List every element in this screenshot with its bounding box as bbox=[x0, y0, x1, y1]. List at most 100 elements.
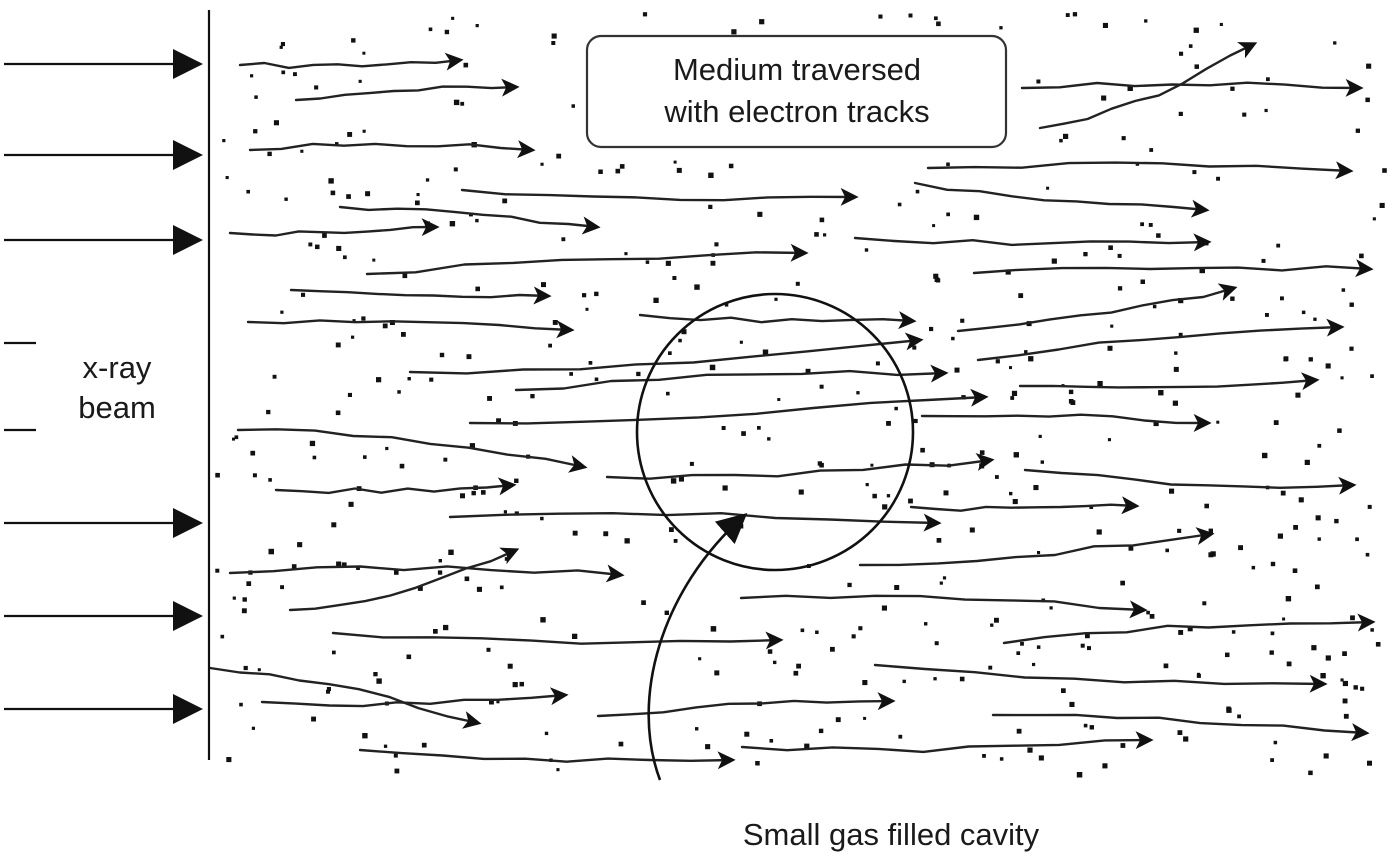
medium-dot bbox=[898, 734, 903, 739]
medium-dot bbox=[556, 768, 560, 772]
medium-dot bbox=[1121, 136, 1126, 141]
electron-track bbox=[358, 748, 736, 770]
medium-dot bbox=[954, 367, 960, 373]
medium-dot bbox=[767, 437, 771, 441]
medium-dot bbox=[1011, 390, 1018, 396]
electron-track bbox=[638, 311, 917, 330]
medium-dot bbox=[1038, 434, 1042, 438]
medium-dot bbox=[582, 293, 587, 298]
medium-dot bbox=[540, 162, 544, 166]
medium-dot bbox=[1036, 645, 1041, 649]
medium-dot bbox=[330, 190, 336, 196]
medium-dot bbox=[672, 276, 677, 280]
medium-dot bbox=[1277, 533, 1283, 539]
medium-dot bbox=[1382, 168, 1387, 173]
electron-track bbox=[260, 687, 569, 708]
medium-dot bbox=[234, 435, 239, 440]
medium-dot bbox=[796, 663, 801, 669]
medium-dot bbox=[1315, 584, 1320, 590]
medium-dot bbox=[1280, 296, 1284, 301]
medium-dot bbox=[1216, 420, 1220, 424]
medium-dot bbox=[232, 596, 236, 600]
electron-track bbox=[991, 713, 1370, 742]
medium-dot bbox=[708, 172, 714, 178]
medium-dot bbox=[1216, 176, 1220, 181]
medium-dot bbox=[425, 178, 430, 182]
medium-dot bbox=[731, 29, 737, 35]
medium-dot bbox=[819, 217, 825, 223]
medium-dot bbox=[1360, 686, 1365, 691]
medium-dot bbox=[1102, 763, 1108, 769]
medium-dot bbox=[561, 237, 566, 242]
medium-dot bbox=[453, 167, 458, 172]
medium-dot bbox=[1286, 661, 1292, 667]
electron-track bbox=[956, 283, 1238, 333]
electron-track bbox=[246, 319, 575, 339]
medium-dot bbox=[1193, 27, 1199, 33]
medium-dot bbox=[372, 258, 376, 262]
medium-dot bbox=[943, 490, 949, 496]
medium-dot bbox=[1269, 650, 1274, 655]
medium-dot bbox=[757, 211, 763, 217]
medium-dot bbox=[920, 447, 925, 453]
medium-dot bbox=[1266, 77, 1270, 82]
medium-dot bbox=[1101, 95, 1107, 101]
electron-track bbox=[448, 512, 942, 532]
medium-dot bbox=[335, 142, 339, 146]
medium-dot bbox=[1340, 376, 1344, 380]
medium-dot bbox=[665, 260, 671, 266]
medium-dot bbox=[463, 62, 469, 68]
medium-dot bbox=[795, 281, 800, 286]
medium-dot bbox=[814, 232, 819, 237]
medium-dot bbox=[878, 14, 883, 19]
medium-dot bbox=[1127, 85, 1133, 91]
medium-dot bbox=[1033, 485, 1039, 491]
medium-dot bbox=[1367, 504, 1372, 509]
medium-dot bbox=[710, 260, 716, 266]
medium-dot bbox=[361, 316, 366, 321]
medium-dot bbox=[642, 12, 648, 17]
medium-dot bbox=[284, 197, 288, 201]
medium-dot bbox=[453, 99, 460, 106]
medium-dot bbox=[460, 101, 465, 106]
medium-dot bbox=[915, 189, 920, 194]
medium-dot bbox=[540, 617, 546, 623]
medium-dot bbox=[1366, 63, 1372, 69]
medium-dot bbox=[449, 221, 456, 227]
medium-dot bbox=[297, 542, 303, 548]
medium-dot bbox=[1177, 528, 1182, 533]
electron-track bbox=[468, 388, 989, 425]
medium-dot bbox=[280, 585, 284, 590]
medium-dot bbox=[343, 255, 347, 260]
medium-dot bbox=[774, 297, 778, 301]
medium-dot bbox=[1087, 646, 1091, 651]
electron-track bbox=[909, 496, 1140, 515]
medium-dot bbox=[1178, 111, 1183, 116]
medium-dot bbox=[1355, 128, 1360, 133]
medium-dot bbox=[894, 585, 900, 590]
medium-dot bbox=[443, 624, 449, 631]
medium-dot bbox=[464, 576, 470, 582]
medium-dot bbox=[673, 539, 678, 543]
medium-dot bbox=[394, 570, 399, 575]
medium-dot bbox=[724, 303, 729, 307]
medium-dot bbox=[1365, 552, 1370, 557]
medium-dot bbox=[881, 605, 887, 611]
medium-dot bbox=[805, 368, 811, 374]
medium-dot bbox=[402, 273, 408, 279]
medium-dot bbox=[362, 733, 368, 739]
medium-dot bbox=[1280, 490, 1286, 496]
medium-dot bbox=[358, 79, 362, 83]
medium-dot bbox=[1085, 633, 1090, 639]
medium-dot bbox=[246, 189, 250, 194]
medium-dot bbox=[1295, 392, 1301, 398]
medium-dot bbox=[415, 200, 420, 206]
cavity-label: Small gas filled cavity bbox=[743, 817, 1040, 852]
medium-dot bbox=[257, 668, 261, 672]
medium-dot bbox=[932, 224, 936, 228]
medium-dot bbox=[1301, 310, 1306, 315]
medium-dot bbox=[875, 361, 880, 366]
electron-track bbox=[1038, 42, 1258, 130]
medium-dot bbox=[1102, 22, 1108, 28]
medium-dot bbox=[1199, 267, 1205, 274]
